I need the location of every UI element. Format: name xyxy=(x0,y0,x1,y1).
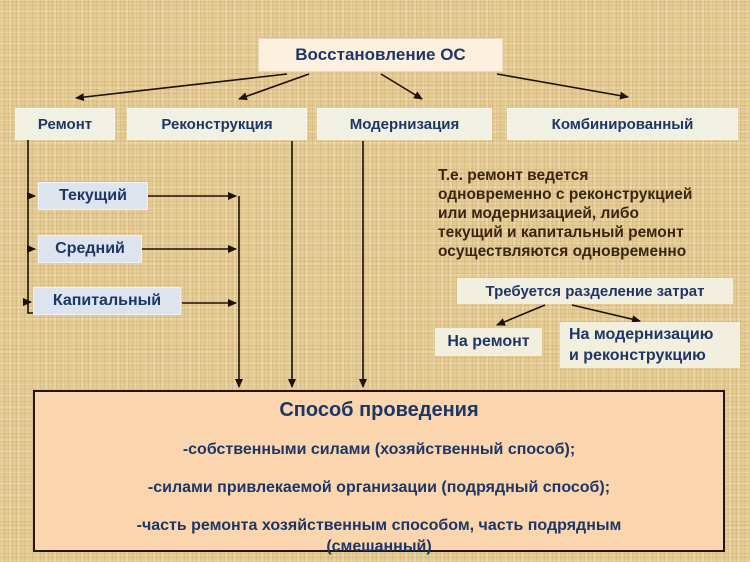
method-item-own-forces: -собственными силами (хозяйственный спос… xyxy=(182,441,576,458)
method-item-contractor: -силами привлекаемой организации (подряд… xyxy=(147,479,611,496)
method-title: Способ проведения xyxy=(279,399,479,421)
title-box-restoration: Восстановление ОС xyxy=(258,38,503,72)
category-box-combined: Комбинированный xyxy=(507,108,738,140)
repair-type-box-capital: Капитальный xyxy=(33,287,181,315)
cost-target-box-repair: На ремонт xyxy=(435,328,542,356)
category-box-repair: Ремонт xyxy=(15,108,115,140)
cost-split-header-box: Требуется разделение затрат xyxy=(457,278,733,304)
repair-right-spine xyxy=(140,192,243,388)
down-lines-to-method-box xyxy=(288,141,367,388)
repair-type-box-current: Текущий xyxy=(38,182,148,210)
cost-target-box-modernization-reconstruction: На модернизацию и реконструкцию xyxy=(560,322,740,368)
method-item-mixed: -часть ремонта хозяйственным способом, ч… xyxy=(136,517,622,555)
repair-type-box-medium: Средний xyxy=(38,235,142,263)
method-of-execution-box: Способ проведения -собственными силами (… xyxy=(33,390,725,555)
category-box-modernization: Модернизация xyxy=(317,108,492,140)
category-box-reconstruction: Реконструкция xyxy=(127,108,307,140)
fan-arrows-from-title xyxy=(75,73,629,102)
cost-split-fan-arrows xyxy=(496,304,641,326)
combined-method-note: Т.е. ремонт ведется одновременно с рекон… xyxy=(438,167,693,260)
